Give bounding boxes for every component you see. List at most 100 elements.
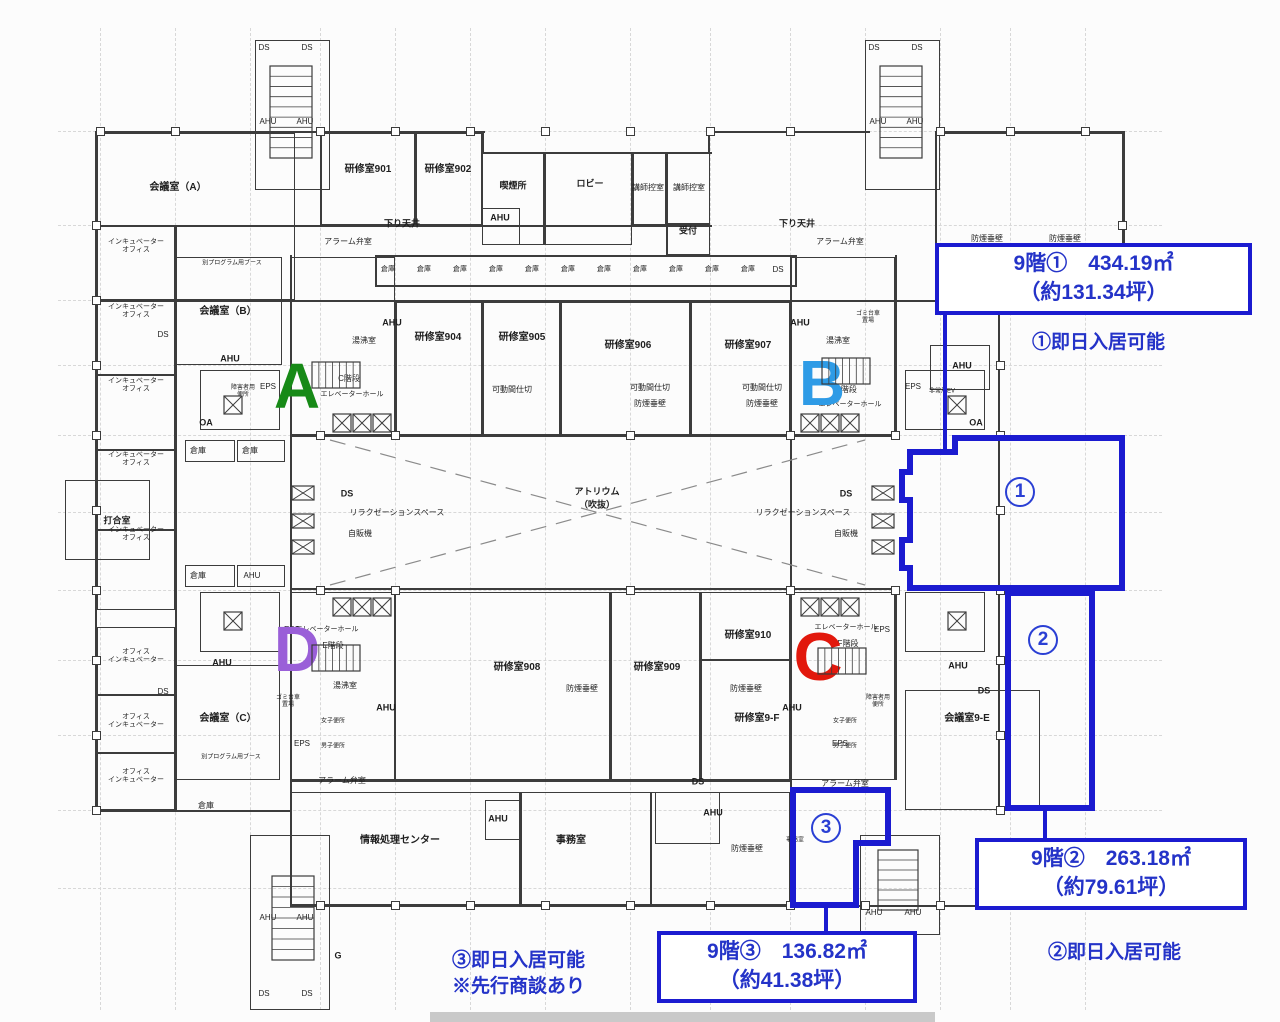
room — [666, 152, 710, 225]
shaft-box — [820, 413, 840, 433]
room — [865, 40, 940, 190]
area1-size-line1: 9階① 434.19㎡ — [1013, 252, 1174, 275]
scan-edge-artifact — [430, 1012, 935, 1022]
room-label: DS — [839, 488, 853, 499]
grid-line-vertical — [545, 28, 546, 1010]
room-label: インキュベーター オフィス — [108, 451, 164, 467]
area3-availability-note: ③即日入居可能 ※先行商談あり — [452, 948, 585, 999]
structural-column — [91, 505, 101, 515]
room-label: エレベーターホール — [818, 400, 882, 408]
wall — [290, 435, 898, 437]
shaft-box — [840, 597, 860, 617]
room-label: 事務室 — [556, 835, 586, 846]
room-label: DS — [691, 776, 705, 787]
grid-line-vertical — [320, 28, 321, 1010]
grid-line-vertical — [630, 28, 631, 1010]
area2-availability-note: ②即日入居可能 — [1048, 942, 1182, 963]
room-label: リラクゼーションスペース — [755, 508, 851, 518]
room-label: EPS — [283, 625, 301, 635]
room-label: DS — [157, 330, 169, 340]
room-label: 研修室907 — [724, 340, 772, 351]
structural-column — [390, 585, 400, 595]
area3-size-line1: 9階③ 136.82㎡ — [707, 940, 867, 963]
room-label: F階段 — [837, 639, 859, 649]
room-label: AHU — [904, 908, 922, 918]
room-label: EPS — [259, 382, 277, 392]
room — [97, 300, 175, 375]
wall — [1123, 131, 1125, 302]
room-label: 研修室905 — [498, 332, 546, 343]
room-label: 下り天井 — [778, 218, 816, 229]
room-label: エレベーターホール — [814, 623, 878, 631]
room-label: 防煙垂壁 — [971, 234, 1003, 244]
room-label: 講師控室 — [632, 183, 664, 193]
room-label: 喫煙所 — [499, 180, 527, 191]
grid-line-vertical — [470, 28, 471, 1010]
room-label: AHU — [703, 807, 723, 818]
atrium-diagonal — [329, 439, 866, 586]
wall — [95, 131, 97, 812]
room-label: 倉庫 — [597, 265, 611, 273]
room-label: 倉庫 — [190, 446, 206, 456]
room-label: AHU — [488, 813, 508, 824]
grid-line-horizontal — [58, 810, 1162, 811]
wall — [95, 225, 712, 227]
room — [185, 440, 235, 462]
room-label: AHU — [212, 657, 232, 668]
structural-column — [995, 505, 1005, 515]
grid-line-horizontal — [58, 131, 1162, 132]
room-label: 会議室（B） — [199, 306, 257, 317]
grid-line-horizontal — [58, 512, 1162, 513]
area3-outline — [790, 787, 891, 908]
room — [610, 592, 700, 780]
room — [97, 225, 175, 300]
room-label: 障害者用 便所 — [865, 694, 891, 708]
grid-line-vertical — [710, 28, 711, 1010]
wall — [95, 810, 292, 812]
room — [237, 565, 285, 587]
room-label: AHU — [782, 702, 802, 713]
room-label: 会議室9-E — [944, 713, 990, 724]
room-label: アラーム弁室 — [318, 776, 366, 786]
room — [290, 257, 395, 435]
structural-column — [785, 585, 795, 595]
wall — [290, 255, 292, 907]
stair — [817, 647, 867, 675]
room — [690, 302, 790, 435]
room-label: 倉庫 — [198, 801, 214, 811]
wall — [520, 792, 522, 905]
room-label: 倉庫 — [561, 265, 575, 273]
shaft-box-cross — [800, 413, 820, 433]
stair — [311, 644, 361, 672]
wall — [482, 152, 712, 154]
room-label: EPS — [831, 739, 849, 749]
room — [930, 345, 990, 390]
room-label: 別プログラム用ブース — [201, 754, 261, 761]
room-label: 倉庫 — [633, 265, 647, 273]
shaft-box — [800, 413, 820, 433]
shaft-box-cross — [871, 539, 895, 555]
room — [905, 690, 1040, 810]
structural-column — [91, 430, 101, 440]
room-label: 防煙垂壁 — [746, 399, 778, 409]
wall — [650, 792, 652, 905]
room-label: 打合室 — [103, 515, 131, 526]
grid-line-vertical — [940, 28, 941, 1010]
shaft-box-cross — [840, 597, 860, 617]
room-label: 非常用EV — [928, 388, 956, 395]
structural-column — [625, 126, 635, 136]
wall — [482, 302, 484, 435]
room — [200, 370, 280, 430]
room-label: OA — [199, 417, 213, 428]
structural-column — [935, 126, 945, 136]
room — [905, 592, 985, 652]
area2-number-marker: 2 — [1028, 625, 1058, 655]
structural-column — [1117, 220, 1127, 230]
wall — [610, 592, 612, 780]
room-label: 研修室906 — [604, 340, 652, 351]
structural-column — [705, 126, 715, 136]
wall — [708, 131, 710, 154]
wall — [690, 302, 692, 435]
